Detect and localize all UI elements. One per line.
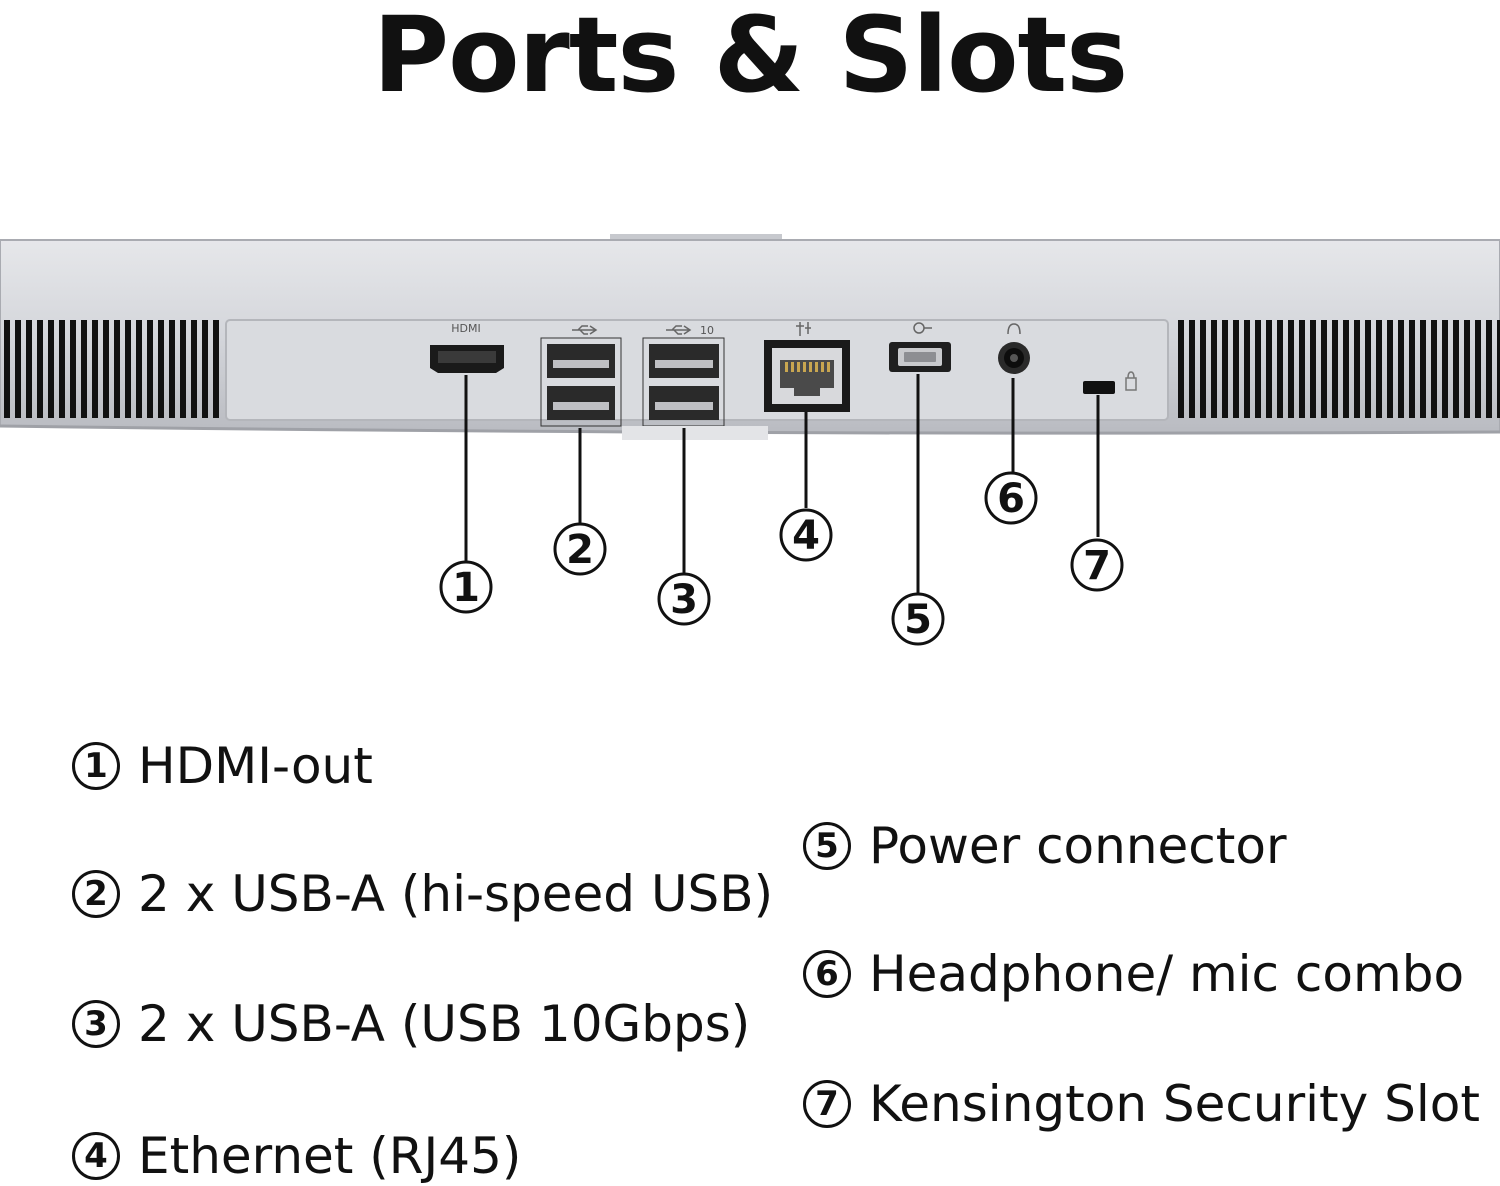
network-icon	[796, 322, 811, 336]
callout-lines	[464, 374, 1100, 593]
headphone-jack	[998, 323, 1030, 374]
hdmi-port-label: HDMI	[451, 322, 480, 335]
hdmi-port: HDMI	[430, 322, 504, 373]
legend-number: 3	[72, 1000, 120, 1048]
callout-marker-5: 5	[891, 592, 945, 646]
legend-label: Power connector	[869, 817, 1287, 875]
usb-10-label: 10	[700, 324, 714, 337]
legend-number: 4	[72, 1132, 120, 1180]
callout-marker-4: 4	[779, 508, 833, 562]
ports-diagram: HDMI 10	[0, 234, 1500, 646]
rj45-pins	[785, 362, 830, 372]
headphone-icon	[1007, 323, 1021, 335]
callout-number: 6	[997, 476, 1025, 522]
legend-number: 6	[803, 950, 851, 998]
vent-right	[1178, 320, 1500, 418]
callout-number: 3	[670, 577, 698, 623]
device-back-panel	[0, 234, 1500, 435]
power-connector	[889, 322, 951, 372]
callout-marker-1: 1	[439, 560, 493, 614]
legend-number: 1	[72, 742, 120, 790]
legend-label: 2 x USB-A (hi-speed USB)	[138, 865, 774, 923]
legend-item-power: 5 Power connector	[803, 816, 1287, 876]
legend-label: 2 x USB-A (USB 10Gbps)	[138, 995, 751, 1053]
legend-item-hdmi: 1 HDMI-out	[72, 736, 373, 796]
callout-number: 7	[1083, 543, 1111, 589]
page-title: Ports & Slots	[372, 0, 1128, 116]
legend-item-usb-10gbps: 3 2 x USB-A (USB 10Gbps)	[72, 994, 750, 1054]
callout-number: 5	[904, 597, 932, 643]
legend-label: Kensington Security Slot	[869, 1075, 1480, 1133]
ethernet-port	[764, 322, 850, 412]
callout-marker-7: 7	[1070, 538, 1124, 592]
legend-label: Headphone/ mic combo	[869, 945, 1465, 1003]
usb-10gbps-ports: 10	[622, 324, 768, 440]
legend-number: 7	[803, 1080, 851, 1128]
usb-symbol-icon	[572, 325, 598, 335]
callout-marker-2: 2	[553, 522, 607, 576]
power-icon	[913, 322, 932, 334]
legend-item-headphone: 6 Headphone/ mic combo	[803, 944, 1464, 1004]
callout-markers: 1 2 3 4 5 6 7	[439, 471, 1124, 646]
legend-label: HDMI-out	[138, 737, 373, 795]
legend-item-kensington: 7 Kensington Security Slot	[803, 1074, 1480, 1134]
legend-label: Ethernet (RJ45)	[138, 1127, 522, 1185]
usb-hispeed-ports	[540, 325, 622, 427]
legend-number: 5	[803, 822, 851, 870]
lock-icon	[1125, 371, 1137, 391]
callout-number: 2	[566, 527, 594, 573]
callout-number: 1	[452, 565, 480, 611]
kensington-slot	[1083, 371, 1137, 394]
legend-number: 2	[72, 870, 120, 918]
legend-item-ethernet: 4 Ethernet (RJ45)	[72, 1126, 521, 1186]
legend-item-usb-hispeed: 2 2 x USB-A (hi-speed USB)	[72, 864, 773, 924]
vent-left	[4, 320, 219, 418]
usb-10-symbol-icon	[666, 325, 692, 335]
callout-number: 4	[792, 513, 820, 559]
callout-marker-3: 3	[657, 572, 711, 626]
callout-marker-6: 6	[984, 471, 1038, 525]
